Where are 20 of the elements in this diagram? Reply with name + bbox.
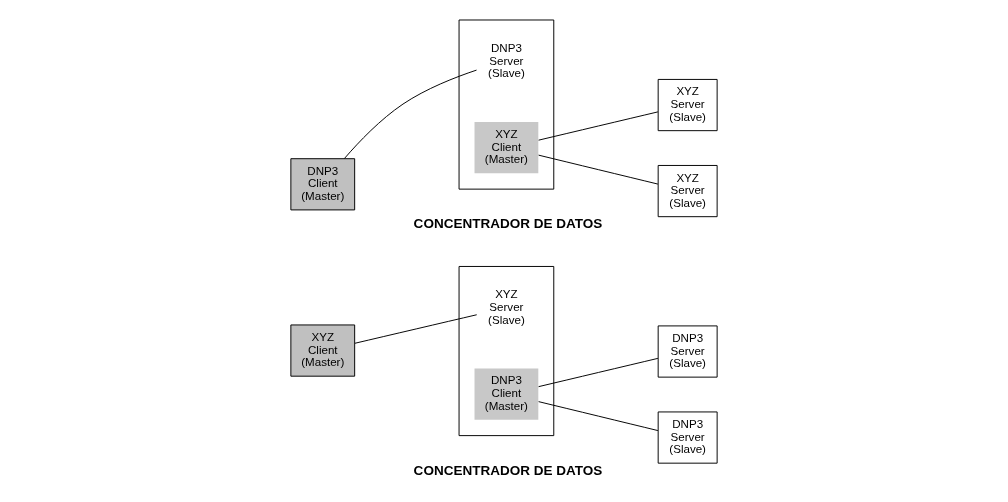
connector bbox=[354, 314, 478, 344]
node-box: DNP3 Client (Master) bbox=[290, 158, 356, 211]
node-box: XYZ Client (Master) bbox=[290, 324, 356, 377]
connector bbox=[538, 111, 659, 141]
node-box: XYZ Server (Slave) bbox=[657, 78, 718, 132]
node-box: XYZ Client (Master) bbox=[474, 121, 539, 174]
label: CONCENTRADOR DE DATOS bbox=[413, 462, 603, 478]
connector bbox=[343, 69, 478, 159]
connector bbox=[538, 154, 659, 185]
cluster bbox=[458, 266, 555, 437]
connector bbox=[538, 401, 659, 432]
cluster bbox=[458, 19, 555, 190]
node-text: XYZ Server (Slave) bbox=[488, 288, 525, 326]
label: CONCENTRADOR DE DATOS bbox=[413, 216, 603, 232]
node-box: DNP3 Server (Slave) bbox=[657, 411, 718, 464]
node-text: DNP3 Server (Slave) bbox=[488, 41, 525, 80]
connector bbox=[538, 357, 659, 388]
node-box: DNP3 Server (Slave) bbox=[657, 325, 718, 378]
node-box: XYZ Server (Slave) bbox=[657, 164, 718, 218]
node-box: DNP3 Client (Master) bbox=[474, 368, 539, 420]
